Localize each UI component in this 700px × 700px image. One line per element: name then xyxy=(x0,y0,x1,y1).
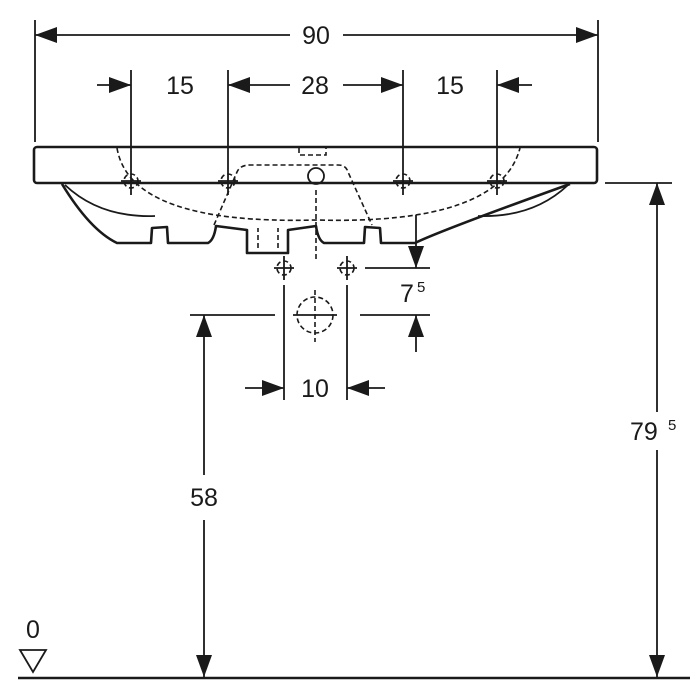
waste-offset-dimension: 7 5 xyxy=(360,215,430,352)
waste-height-dimension: 58 xyxy=(190,314,275,677)
waste-spacing-dimension: 10 xyxy=(245,285,385,403)
tap-hole-spacing-dimension: 15 28 15 xyxy=(97,70,532,195)
tap-hole-marker xyxy=(121,173,507,189)
rim-height-dimension: 79 5 xyxy=(605,182,676,677)
floor-level-triangle-icon xyxy=(18,649,48,674)
fixing-points xyxy=(274,256,357,342)
floor-level: 0 xyxy=(18,616,690,680)
rim-height-label: 79 xyxy=(630,418,658,446)
waste-height-label: 58 xyxy=(190,484,218,512)
floor-level-label: 0 xyxy=(26,616,40,644)
hole-spacing-center-label: 28 xyxy=(301,72,329,100)
overall-width-dimension: 90 xyxy=(34,20,599,142)
rim-height-superscript: 5 xyxy=(668,417,676,434)
washbasin-outline xyxy=(32,145,599,260)
waste-offset-superscript: 5 xyxy=(417,279,425,296)
overall-width-label: 90 xyxy=(302,22,330,50)
hole-spacing-left-label: 15 xyxy=(166,72,194,100)
hole-spacing-right-label: 15 xyxy=(436,72,464,100)
waste-offset-label: 7 xyxy=(400,280,414,308)
waste-spacing-label: 10 xyxy=(301,375,329,403)
